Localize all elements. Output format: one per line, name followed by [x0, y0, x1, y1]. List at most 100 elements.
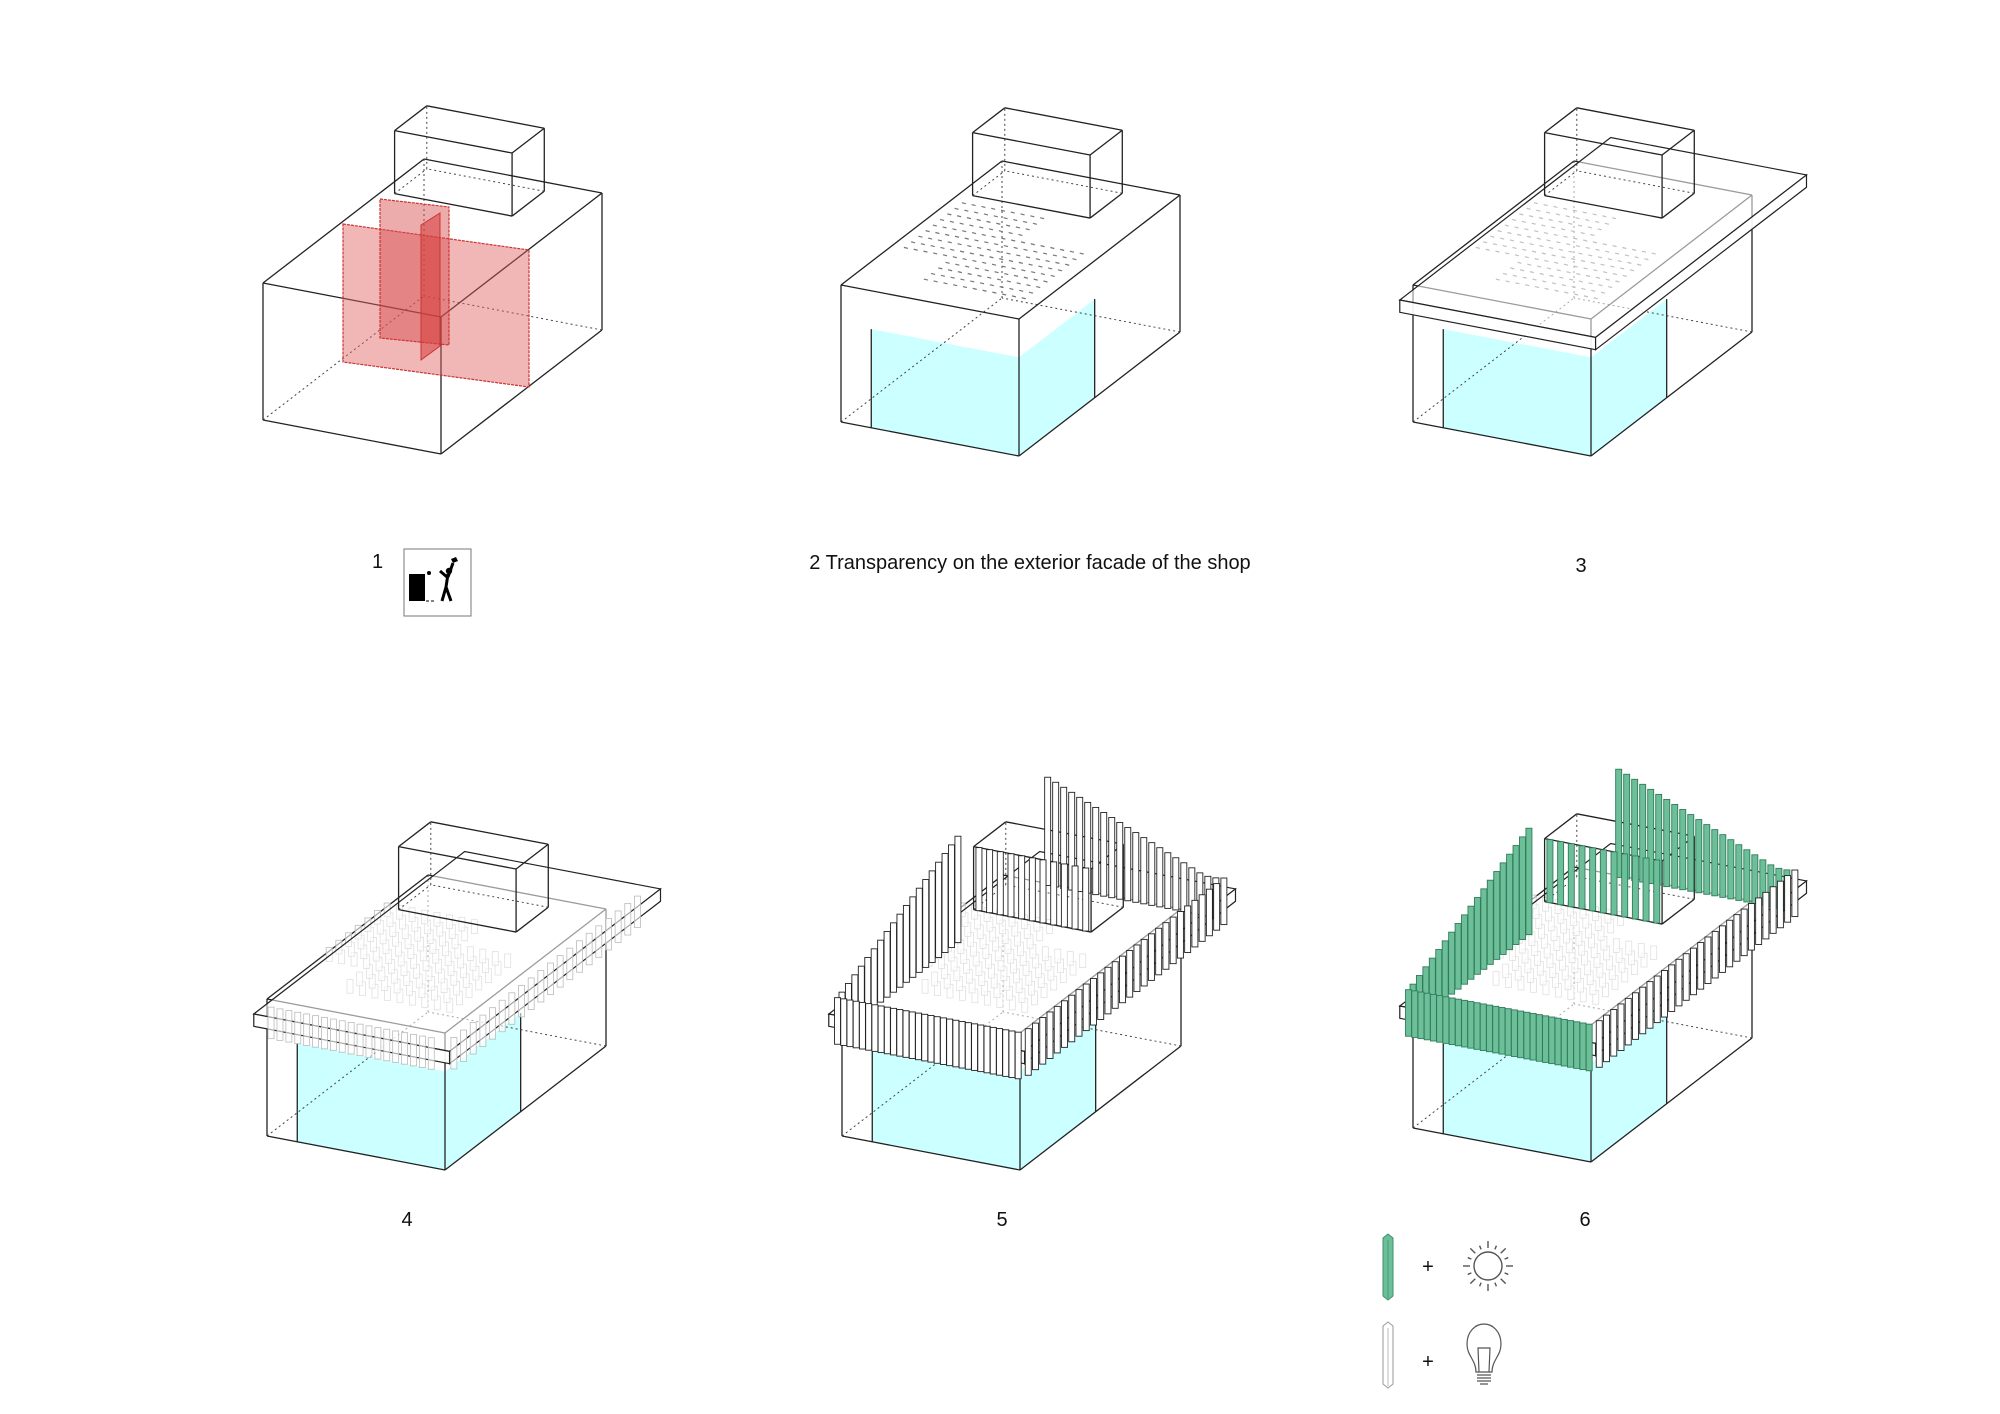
clear-glass-rod: [595, 925, 603, 958]
roof-perforation: [1055, 261, 1060, 264]
clear-glass-rod: [877, 939, 885, 1003]
clear-glass-rod: [1762, 891, 1770, 940]
roof-perforation: [1028, 263, 1033, 266]
clear-glass-rod: [1039, 859, 1047, 924]
upper-volume-edge: [1004, 107, 1123, 131]
clear-glass-rod: [1039, 1017, 1047, 1065]
roof-perforation: [991, 263, 997, 266]
green-glass-rod: [1454, 998, 1462, 1047]
roof-perforation: [1052, 254, 1058, 257]
roof-perforation: [935, 231, 940, 235]
panel-4-label: 4: [401, 1209, 412, 1231]
roof-perforation: [991, 235, 996, 238]
clear-glass-rod: [1740, 908, 1748, 957]
demolition-icon: [403, 548, 472, 617]
upper-volume-edge: [973, 821, 1007, 848]
glass-facade-right: [1019, 299, 1095, 456]
main-volume-edge: [1412, 1127, 1592, 1163]
clear-glass-rod: [1726, 919, 1734, 968]
clear-glass-rod: [1184, 905, 1192, 953]
clear-glass-rod: [1075, 989, 1083, 1037]
clear-glass-rod: [971, 1023, 979, 1071]
clear-glass-rod: [1124, 827, 1132, 902]
clear-glass-rod: [1769, 886, 1777, 934]
clear-glass-rod: [1603, 1014, 1610, 1063]
roof-perforation: [966, 217, 972, 220]
main-volume-edge: [1590, 331, 1753, 457]
roof-perforation: [1062, 256, 1067, 259]
clear-glass-rod: [858, 1001, 866, 1050]
roof-perforation: [981, 233, 986, 236]
green-glass-rod: [1751, 854, 1759, 904]
clear-glass-rod: [935, 861, 943, 958]
roof-perforation: [970, 280, 975, 283]
clear-glass-rod: [450, 1037, 458, 1070]
green-glass-rod: [1486, 879, 1494, 965]
green-glass-rod: [1542, 1015, 1550, 1063]
clear-glass-rod: [1176, 911, 1184, 959]
roof-perforation: [920, 243, 926, 246]
sun-ray: [1469, 1278, 1476, 1285]
clear-glass-rod: [1092, 806, 1100, 896]
clear-glass-rod: [1018, 855, 1026, 920]
green-glass-rod: [1631, 855, 1639, 920]
roof-perforation: [1006, 252, 1011, 255]
roof-perforation: [937, 239, 943, 242]
green-glass-rod: [1467, 905, 1475, 980]
clear-glass-rod: [946, 1018, 954, 1067]
clear-glass-rod: [909, 896, 917, 978]
roof-perforation: [998, 230, 1003, 233]
green-glass-rod-icon: [1382, 1233, 1394, 1301]
roof-perforation: [994, 271, 999, 274]
clear-glass-rod: [1044, 776, 1052, 886]
roof-perforation: [947, 241, 952, 244]
clear-glass-rod: [1032, 1022, 1039, 1071]
roof-perforation: [933, 280, 938, 283]
green-glass-rod: [1448, 997, 1456, 1046]
roof-perforation: [1005, 224, 1011, 227]
roof-perforation: [1040, 217, 1045, 220]
clear-glass-rod: [321, 1016, 328, 1050]
clear-glass-rod: [890, 922, 897, 993]
clear-glass-rod: [1061, 1000, 1068, 1048]
green-glass-rod: [1498, 1007, 1506, 1055]
clear-glass-rod: [1046, 1011, 1054, 1059]
clear-glass-rod: [1675, 958, 1683, 1007]
green-glass-rod: [1585, 1023, 1593, 1072]
clear-glass-rod: [1776, 880, 1784, 929]
roof-perforation: [1028, 291, 1034, 294]
roof-perforation: [976, 246, 982, 250]
clear-glass-rod: [1156, 847, 1164, 908]
roof-perforation: [1021, 269, 1026, 272]
green-glass-rod: [1735, 844, 1743, 901]
clear-glass-rod: [1639, 986, 1647, 1035]
roof-perforation: [913, 248, 918, 251]
roof-perforation: [1011, 267, 1016, 270]
main-volume-edge: [1590, 1037, 1753, 1163]
roof-perforation: [950, 248, 955, 251]
roof-perforation: [1016, 282, 1021, 285]
roof-perforation: [903, 246, 909, 249]
clear-glass-rod: [312, 1015, 319, 1048]
roof-perforation: [999, 258, 1004, 261]
upper-volume-hidden-edge: [394, 168, 428, 195]
roof-perforation: [992, 291, 997, 294]
clear-glass-rod: [1148, 842, 1156, 906]
upper-volume-edge: [972, 131, 1091, 156]
green-glass-rod: [1573, 1021, 1581, 1069]
roof-perforation: [1030, 243, 1035, 246]
clear-glass-rod: [537, 970, 545, 1003]
clear-glass-rod: [852, 1000, 860, 1049]
main-volume-edge: [1018, 331, 1181, 457]
upper-volume-edge: [398, 821, 432, 848]
sun-ray: [1467, 1272, 1472, 1276]
clear-glass-rod: [996, 851, 1004, 916]
green-glass-rod: [1510, 1009, 1518, 1057]
clear-glass-rod: [865, 1003, 873, 1051]
glass-facade-right: [1591, 1005, 1667, 1162]
panel-3-label: 3: [1575, 555, 1586, 577]
clear-glass-rod: [1661, 970, 1668, 1018]
clear-glass-rod: [1132, 832, 1140, 903]
roof-perforation: [1030, 215, 1035, 218]
roof-perforation: [999, 285, 1004, 289]
